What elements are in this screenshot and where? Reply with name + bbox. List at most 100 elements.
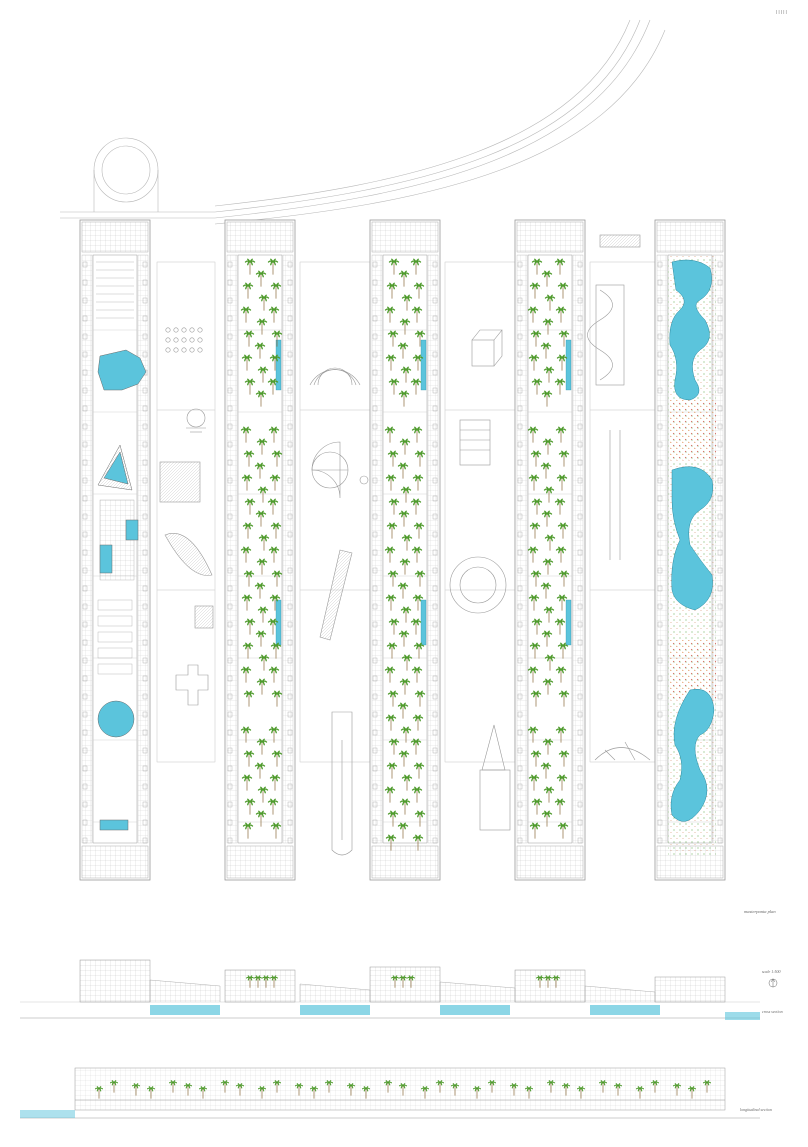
palm-tree [255, 810, 267, 827]
scale-label: scale 1:500 [762, 969, 781, 974]
palm-tree [555, 666, 567, 683]
pool-organic [97, 349, 147, 391]
palm-tree [257, 786, 269, 803]
pool-rect [99, 544, 113, 574]
palm-tree [386, 282, 398, 299]
palm-tree [324, 1080, 334, 1093]
cross-section [20, 959, 760, 1020]
palm-tree [268, 546, 280, 563]
palm-tree [527, 726, 539, 743]
palm-tree [397, 822, 409, 839]
palm-tree [543, 486, 555, 503]
north-arrow-icon [768, 978, 778, 988]
palm-tree [244, 498, 256, 515]
palm-tree [384, 786, 396, 803]
palm-tree [420, 1086, 430, 1099]
palm-tree [257, 606, 269, 623]
palm-tree [384, 306, 396, 323]
palm-tree [270, 522, 282, 539]
palm-tree [530, 690, 542, 707]
palm-tree [256, 738, 268, 755]
palm-tree [529, 282, 541, 299]
palm-tree [435, 1080, 445, 1093]
palm-tree [529, 642, 541, 659]
palm-tree [414, 810, 426, 827]
palm-tree [541, 270, 553, 287]
palm-tree [558, 750, 570, 767]
palm-tree [398, 975, 408, 988]
palm-tree [414, 690, 426, 707]
bleacher-feature [159, 461, 201, 503]
palm-tree [361, 1086, 371, 1099]
palm-tree [531, 618, 543, 635]
palm-tree [556, 774, 568, 791]
palm-tree [398, 1083, 408, 1096]
palm-tree [220, 1080, 230, 1093]
palm-tree [94, 1086, 104, 1099]
palm-tree [410, 258, 422, 275]
palm-tree [413, 642, 425, 659]
palm-tree [240, 666, 252, 683]
palm-tree [270, 822, 282, 839]
palm-tree [398, 510, 410, 527]
palm-tree [540, 462, 552, 479]
palm-tree [487, 1080, 497, 1093]
palm-tree [556, 594, 568, 611]
palm-tree [109, 1080, 119, 1093]
palm-tree [543, 366, 555, 383]
palm-tree [412, 474, 424, 491]
palm-tree [535, 975, 545, 988]
palm-tree [412, 354, 424, 371]
palm-tree [702, 1080, 712, 1093]
amphitheatre-feature [309, 367, 361, 386]
palm-tree [270, 642, 282, 659]
palm-tree [257, 486, 269, 503]
palm-tree [268, 426, 280, 443]
palm-tree [687, 1086, 697, 1099]
palm-tree [546, 1080, 556, 1093]
palm-tree [245, 975, 255, 988]
palm-tree [254, 582, 266, 599]
palm-tree [241, 354, 253, 371]
palm-tree [527, 546, 539, 563]
palm-tree [242, 822, 254, 839]
half-dome-feature [311, 441, 369, 499]
palm-tree [398, 390, 410, 407]
palm-tree [524, 1086, 534, 1099]
palm-tree [411, 546, 423, 563]
palm-tree [268, 726, 280, 743]
palm-tree [384, 546, 396, 563]
palm-tree [558, 690, 570, 707]
palm-tree [383, 1080, 393, 1093]
palm-tree [387, 450, 399, 467]
palm-tree [256, 318, 268, 335]
palm-tree [387, 810, 399, 827]
palm-tree [413, 762, 425, 779]
palm-tree [527, 666, 539, 683]
palm-tree [397, 702, 409, 719]
palm-tree [412, 834, 424, 851]
column-grid-feature [165, 327, 203, 353]
palm-tree [269, 474, 281, 491]
palm-tree [530, 570, 542, 587]
palm-tree [385, 354, 397, 371]
palm-tree [258, 294, 270, 311]
palm-tree [388, 618, 400, 635]
palm-tree [398, 630, 410, 647]
palm-tree [543, 606, 555, 623]
palm-tree [411, 306, 423, 323]
palm-tree [384, 666, 396, 683]
palm-tree [244, 258, 256, 275]
palm-tree [542, 678, 554, 695]
palm-tree [555, 726, 567, 743]
palm-tree [240, 546, 252, 563]
palm-tree [543, 786, 555, 803]
cross-section-buildings [79, 959, 726, 1003]
palm-tree [240, 306, 252, 323]
palm-tree [558, 330, 570, 347]
block-1-water-features [97, 349, 147, 831]
palm-tree [531, 798, 543, 815]
palm-tree [267, 498, 279, 515]
palm-tree [544, 294, 556, 311]
palm-tree [527, 306, 539, 323]
